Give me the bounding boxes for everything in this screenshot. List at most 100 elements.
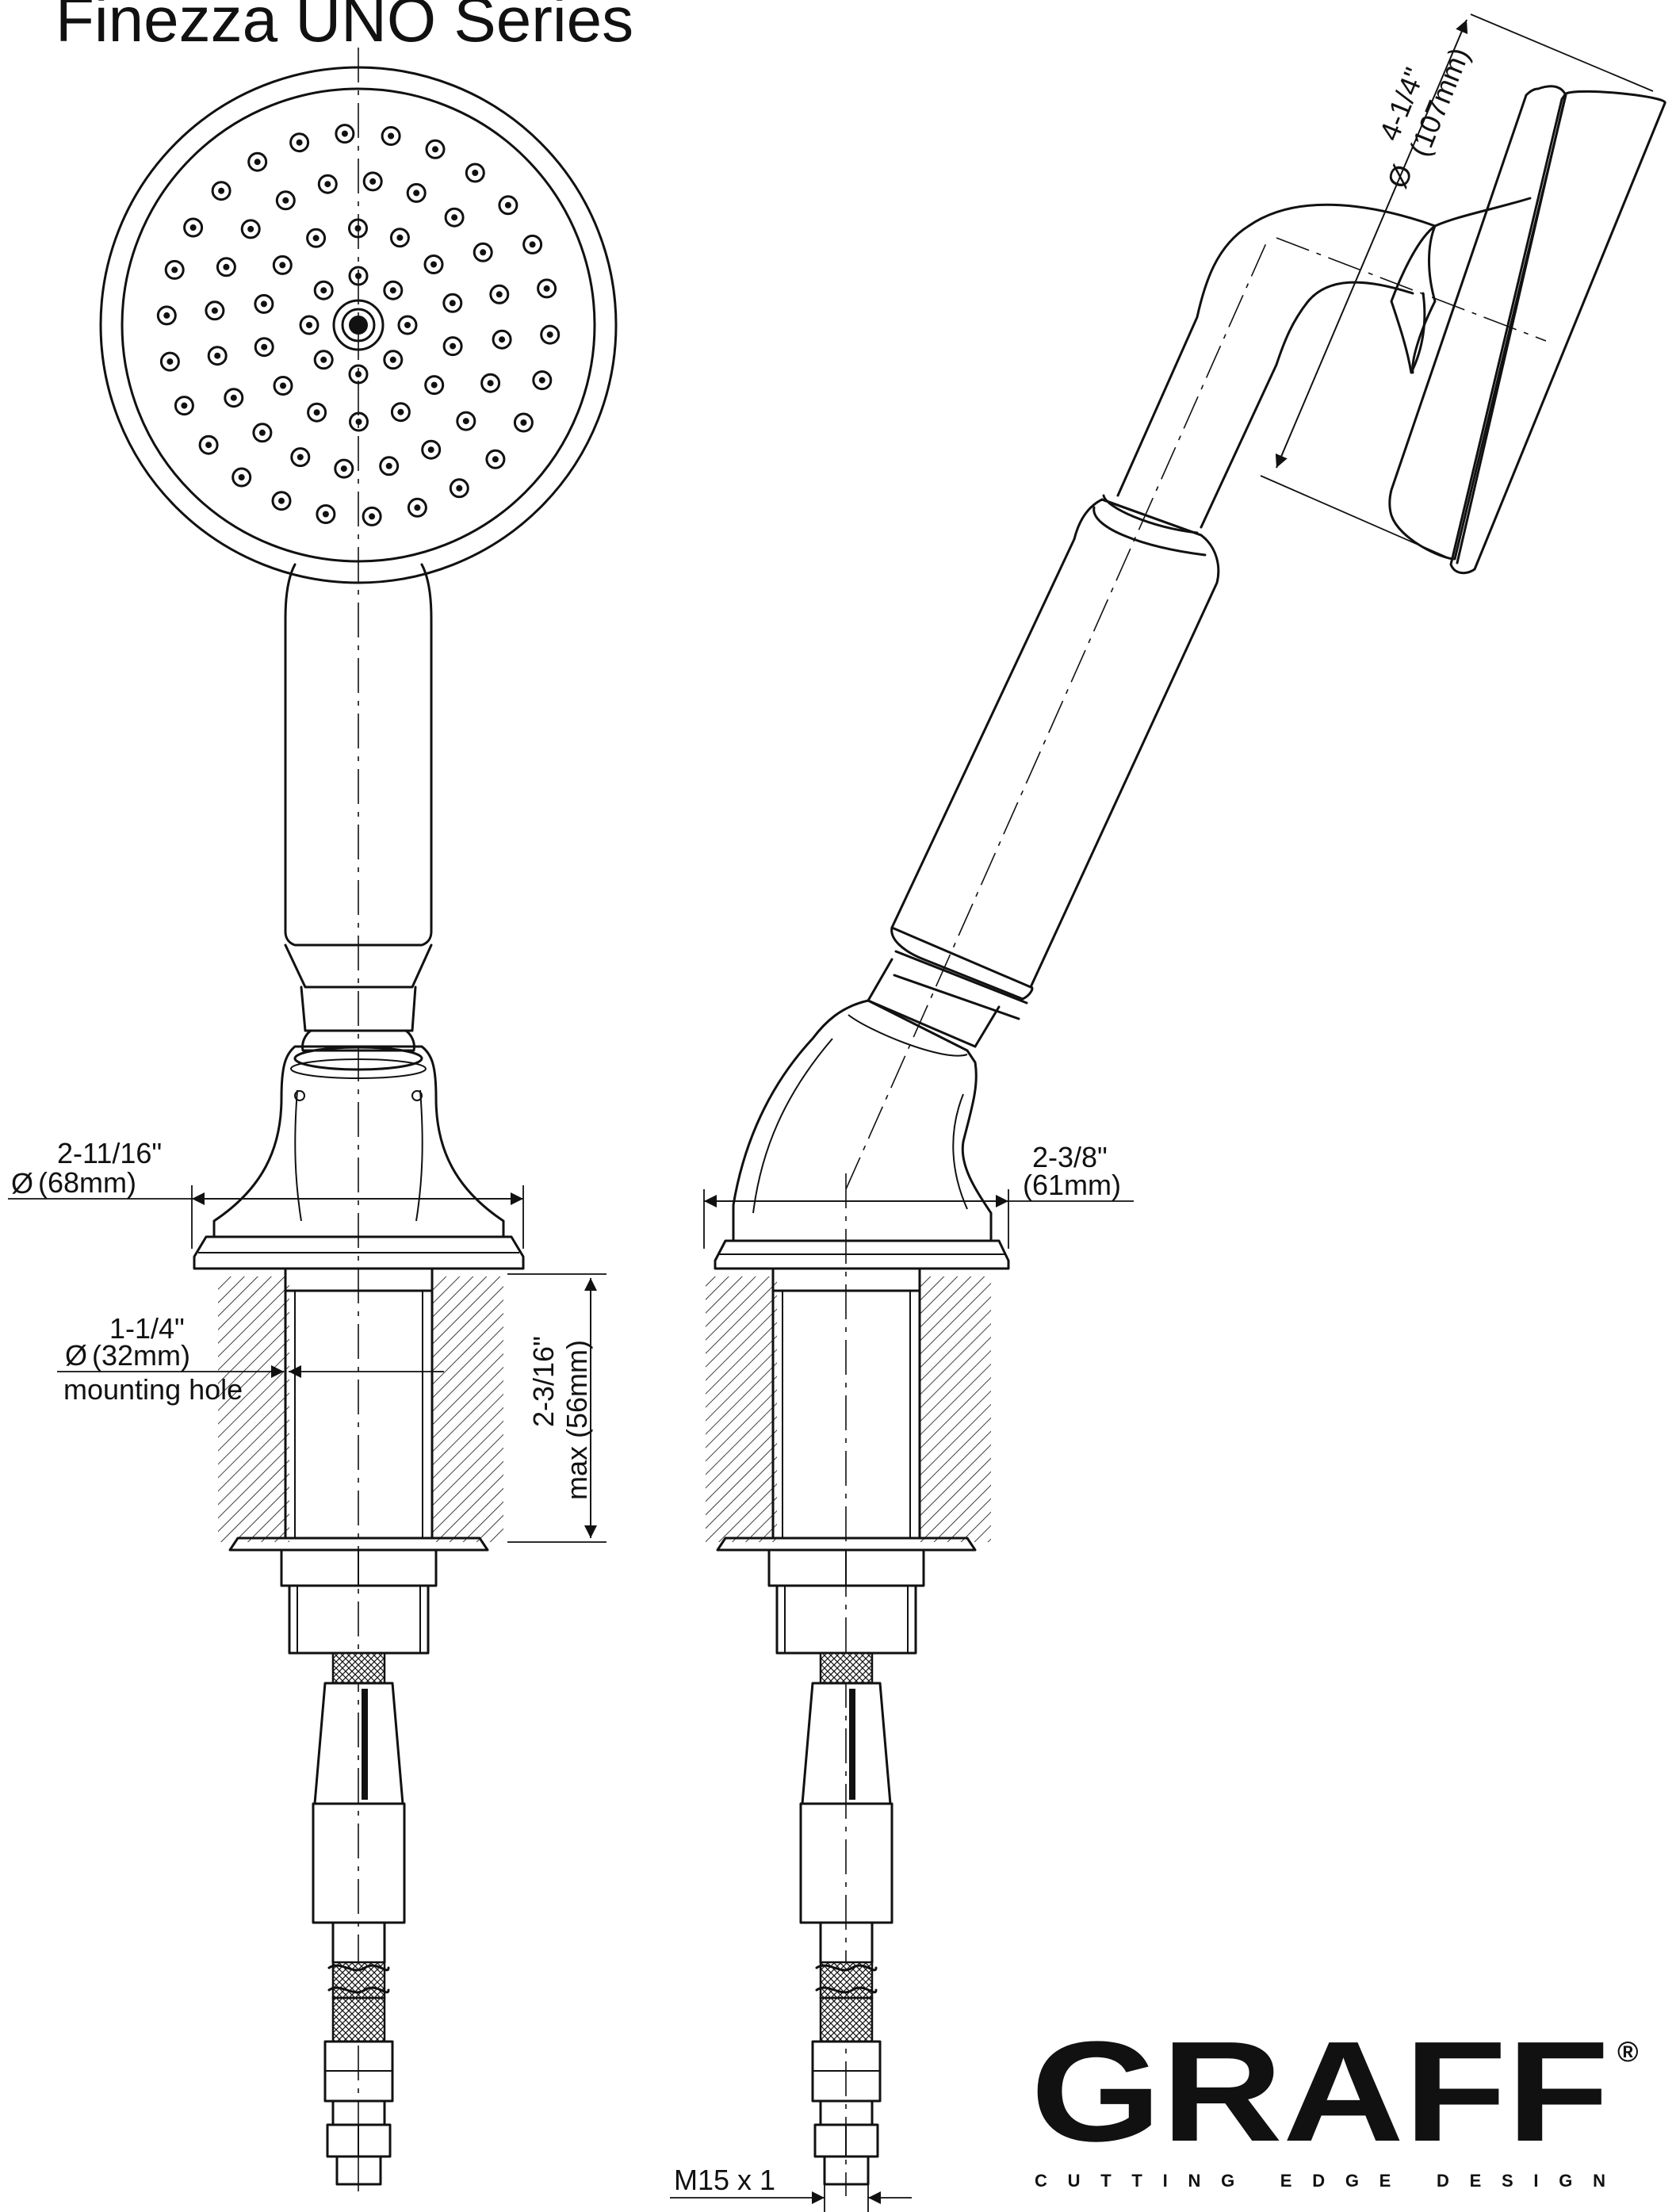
registered-mark: ® [1617,2035,1639,2068]
nozzle [240,219,261,239]
nozzle [252,423,273,443]
nozzle [449,478,469,499]
nozzle-hole [260,300,267,308]
nozzle-hole [341,130,348,137]
nozzle-hole [279,262,286,269]
nozzle [532,370,553,391]
dim-base-side-imperial: 2-3/8" [1032,1141,1108,1173]
nozzle-hole [462,418,469,425]
dim-base-front [8,1185,524,1249]
nozzle-hole [320,287,327,294]
nozzle-hole [355,371,362,377]
nozzle [348,218,368,239]
nozzle [381,126,401,146]
nozzle-hole [223,263,230,270]
nozzle [485,449,506,469]
nozzle-hole [499,336,506,343]
diameter-symbol: Ø [11,1167,33,1200]
nozzle [442,293,463,313]
nozzle [290,447,311,468]
nozzle-hole [504,201,511,209]
nozzle [254,337,274,358]
nozzle-hole [280,382,286,389]
nozzle-hole [296,139,303,146]
nozzle-hole [214,352,221,359]
nozzle-hole [254,159,261,166]
nozzle [156,305,177,326]
nozzle-hole [322,511,329,518]
nozzle-hole [369,178,377,185]
nozzle-hole [427,446,434,453]
nozzle-hole [389,287,396,294]
nozzle-hole [181,402,188,409]
diameter-symbol: Ø [65,1339,87,1372]
nozzle [317,174,338,194]
nozzle [348,266,369,286]
nozzle-hole [369,513,376,520]
nozzle-hole [388,132,395,140]
nozzle-hole [320,356,327,363]
nozzle-hole [413,189,420,197]
nozzle-hole [282,197,289,204]
nozzle-hole [166,358,174,365]
neck-side [1116,203,1547,529]
nozzle-hole [496,291,503,298]
nozzle-hole [324,181,331,188]
nozzle [473,242,493,262]
nozzle-hole [278,497,285,504]
nozzle [307,402,327,423]
nozzle-hole [414,504,421,511]
dim-max-thickness-imperial: 2-3/16" [527,1336,560,1427]
nozzle [349,411,369,432]
nozzle [205,300,225,321]
nozzle [456,411,476,431]
dim-mounting-hole-imperial: 1-1/4" [109,1312,185,1345]
dim-head-diameter [1260,13,1654,560]
nozzle [313,280,334,300]
spray-nozzles [156,124,561,526]
dim-base-front-metric: (68mm) [38,1166,136,1199]
nozzle [383,280,404,300]
nozzle-hole [247,225,254,232]
nozzle [383,350,404,370]
nozzle [313,350,334,370]
nozzle-hole [189,224,197,231]
brand-name: GRAFF [1031,2012,1609,2172]
nozzle-hole [313,409,320,416]
nozzle [522,234,543,254]
nozzle [513,412,534,433]
nozzle [423,254,444,274]
nozzle [334,458,354,479]
nozzle [498,195,518,216]
nozzle-hole [487,380,494,387]
dim-base-side-metric: (61mm) [1023,1169,1121,1201]
nozzle [424,375,445,396]
deck-section-front [218,1267,503,1655]
dim-max-thickness-metric: max (56mm) [561,1340,593,1500]
dim-max-thickness [507,1273,606,1543]
nozzle [390,402,411,423]
nozzle-hole [306,322,312,328]
handle-side [867,494,1220,1048]
holder-side [714,999,1010,1270]
nozzle [159,351,180,372]
nozzle [198,434,219,455]
shower-head-front [99,66,618,584]
nozzle [335,124,355,144]
nozzle [480,373,501,393]
nozzle [207,346,228,366]
nozzle-hole [258,429,266,436]
nozzle [247,151,268,172]
graff-logo: GRAFF ® CUTTING EDGE DESIGN [1031,2012,1639,2191]
hose-side [799,1651,893,2186]
nozzle-hole [389,356,396,363]
nozzle-hole [449,300,456,307]
brand-tagline: CUTTING EDGE DESIGN [1035,2171,1605,2191]
side-view: 2-3/8" (61mm) M15 x 1 4-1/4" (107mm) Ø [670,13,1666,2212]
front-view: 2-11/16" Ø (68mm) 1-1/4" Ø (32mm) mounti… [8,48,618,2196]
nozzle [306,228,327,248]
nozzle-hole [297,453,304,461]
nozzle-hole [238,474,245,480]
handle-front [284,563,433,1052]
nozzle [316,504,336,524]
